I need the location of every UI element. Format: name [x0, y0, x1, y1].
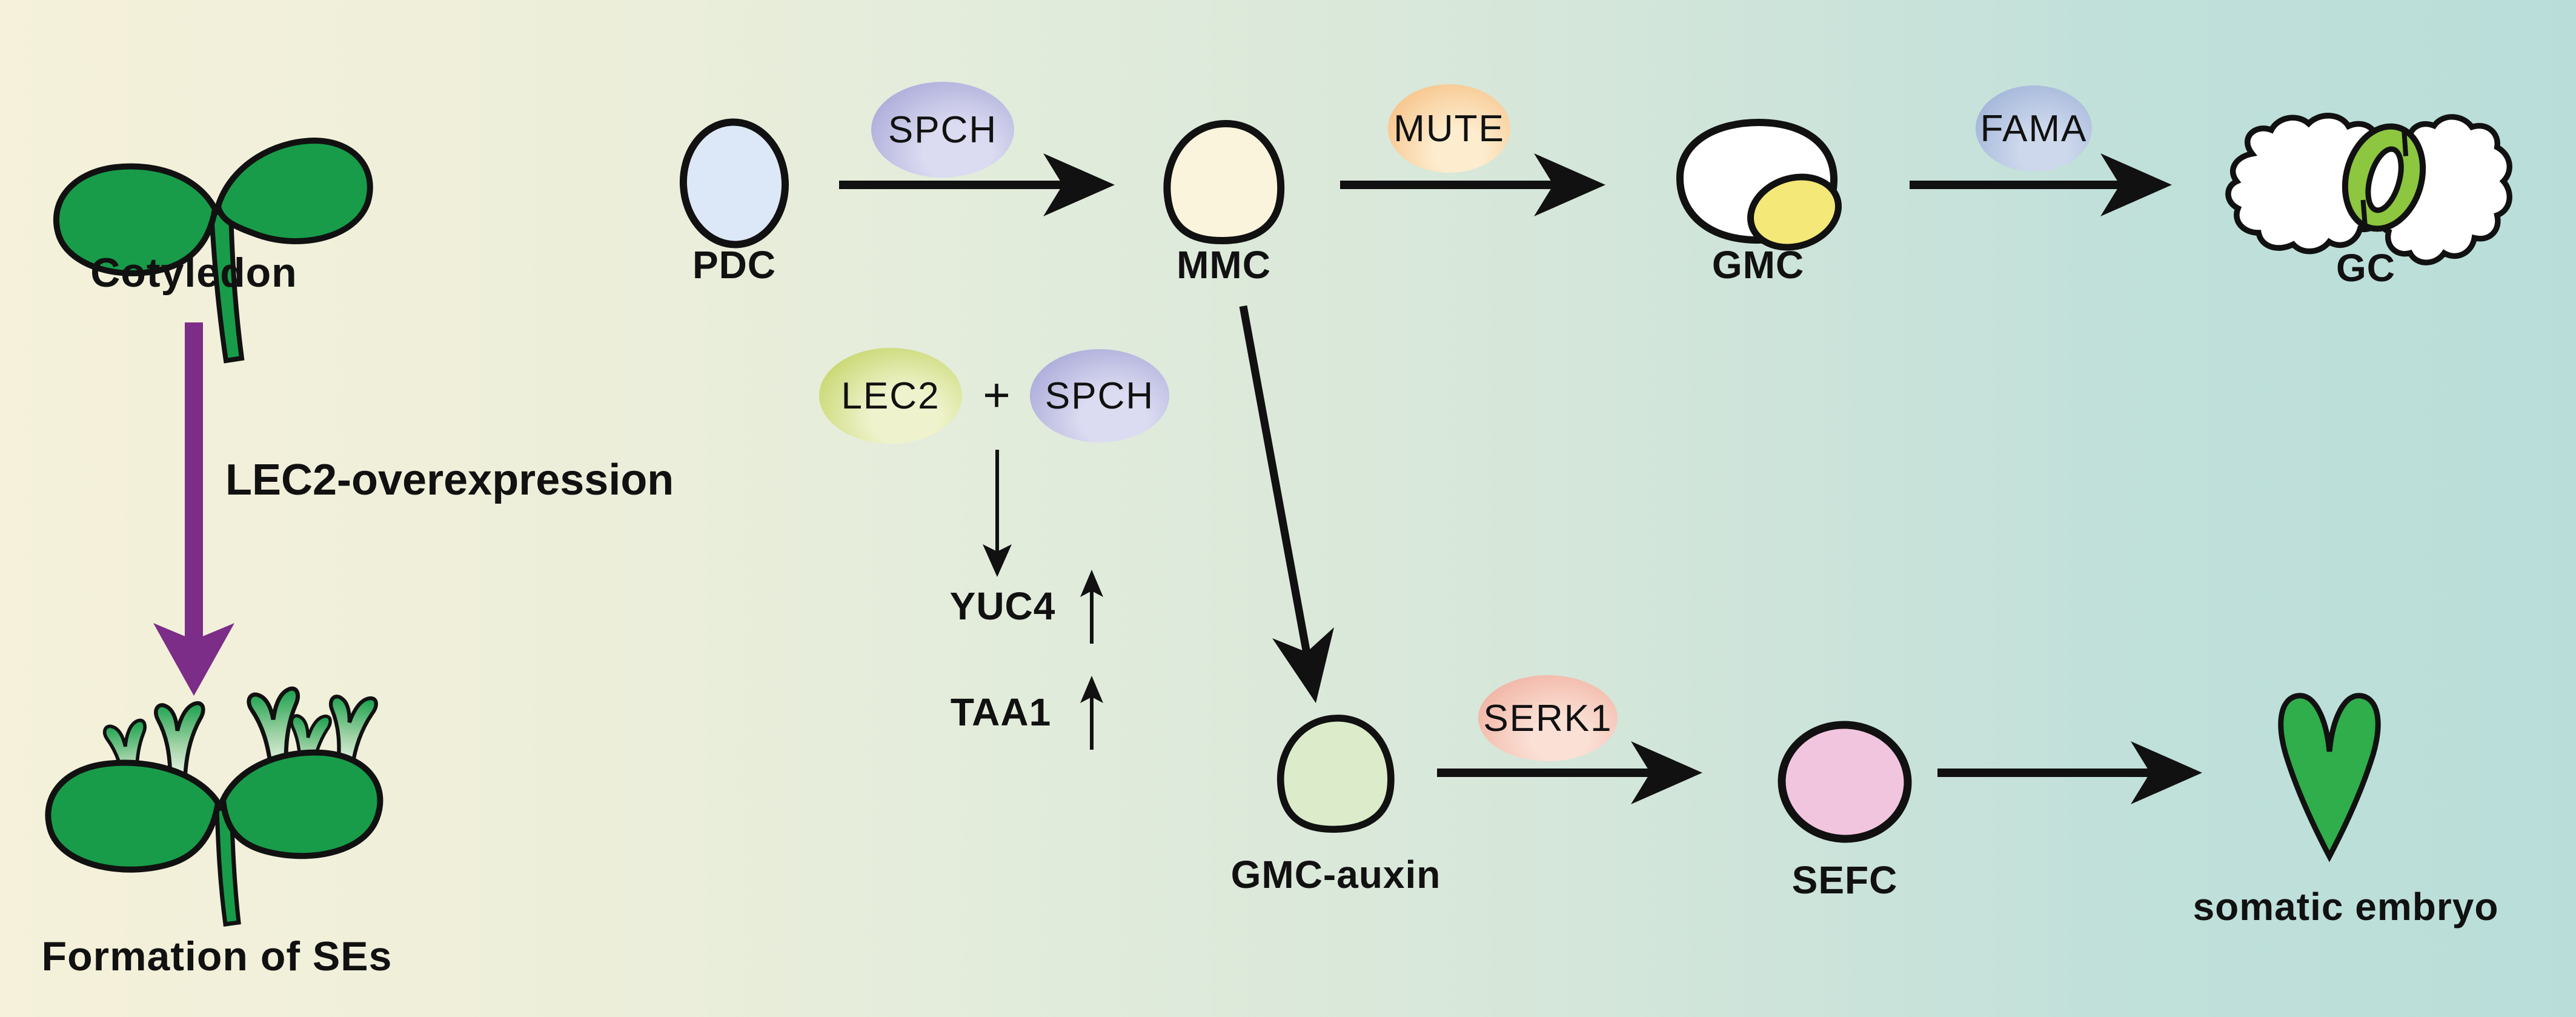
guard-cell-ring: [2342, 123, 2426, 232]
plus-sign: +: [983, 368, 1011, 422]
gmc-label: GMC: [1711, 243, 1805, 287]
mmc-label: MMC: [1177, 243, 1271, 287]
spch2-ellipse: SPCH: [1030, 349, 1169, 442]
cotyledon-label: Cotyledon: [90, 250, 297, 296]
lec2-spch-down-arrow: [983, 450, 1012, 577]
arrow-mmc-to-gmc-auxin: [1239, 305, 1334, 703]
mute-label: MUTE: [1393, 107, 1505, 150]
serk1-ellipse: SERK1: [1478, 675, 1618, 761]
gmc-auxin-cell: [1276, 715, 1395, 833]
cotyledon-leaf-right: [214, 137, 373, 244]
se-plant-stem: [214, 805, 241, 927]
mute-ellipse: MUTE: [1388, 84, 1510, 173]
yuc4-label: YUC4: [949, 584, 1056, 628]
lec2-ellipse: LEC2: [819, 348, 962, 444]
gmc-cell: [1676, 118, 1842, 251]
taa1-up-arrow-icon: [1080, 676, 1103, 750]
somatic-embryo-illustration: [2278, 693, 2381, 862]
somatic-embryo-label: somatic embryo: [2193, 885, 2499, 929]
formation-of-ses-label: Formation of SEs: [41, 933, 393, 979]
somatic-embryo-sprouts: [102, 686, 378, 790]
gmc-inner-cell: [1747, 173, 1842, 251]
gc-label: GC: [2336, 246, 2395, 290]
pdc-cell: [679, 118, 789, 248]
se-plant-illustration: [45, 686, 383, 927]
spch-ellipse: SPCH: [871, 82, 1014, 178]
spch2-label: SPCH: [1044, 375, 1155, 417]
lec2-label: LEC2: [841, 375, 940, 417]
se-plant-leaf-right: [219, 749, 383, 859]
fama-label: FAMA: [1980, 107, 2088, 150]
arrow-sefc-to-embryo: [1937, 741, 2202, 804]
pdc-label: PDC: [692, 243, 777, 287]
mmc-cell: [1163, 119, 1285, 245]
sefc-label: SEFC: [1791, 858, 1898, 902]
yuc4-up-arrow-icon: [1080, 570, 1103, 644]
serk1-label: SERK1: [1483, 697, 1613, 739]
lec2-overexpression-arrow: [153, 322, 234, 696]
cotyledon-stem: [208, 208, 245, 364]
spch-label: SPCH: [888, 108, 998, 151]
cotyledon-leaf-left: [53, 163, 219, 276]
fama-ellipse: FAMA: [1976, 85, 2092, 172]
se-plant-leaf-left: [45, 759, 222, 873]
cotyledon-illustration: [53, 137, 373, 364]
sefc-cell: [1778, 721, 1912, 843]
lec2-overexpression-label: LEC2-overexpression: [225, 456, 674, 504]
taa1-label: TAA1: [950, 690, 1052, 734]
gc-illustration: [2225, 113, 2512, 265]
gmc-auxin-label: GMC-auxin: [1230, 853, 1441, 896]
